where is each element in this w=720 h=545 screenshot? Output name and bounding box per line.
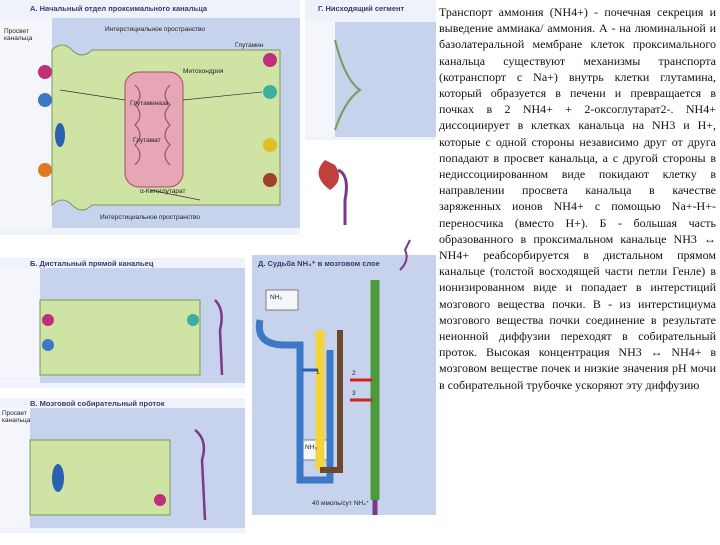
nephron-icon: [399, 239, 411, 271]
panel-v-title: В. Мозговой собирательный проток: [30, 399, 165, 408]
transporter: [154, 494, 166, 506]
number-2: 2: [352, 370, 356, 377]
transporter: [38, 65, 52, 79]
panel-a: [0, 0, 348, 235]
panel-b-title: Б. Дистальный прямой канальец: [30, 259, 154, 268]
panel-g: [305, 0, 436, 140]
panel-d: [252, 239, 436, 515]
transporter: [263, 85, 277, 99]
mitochondria-label: Митохондрия: [183, 68, 224, 75]
channel: [52, 464, 64, 492]
transporter: [42, 314, 54, 326]
transporter: [263, 138, 277, 152]
footer-note: 40 ммоль/сут NH₄⁺: [312, 500, 370, 507]
figure-svg: [0, 0, 436, 533]
kidney-icon: [318, 160, 339, 190]
panel-b-lumen: [0, 268, 40, 383]
interstitial-label-a: Интерстициальное пространство: [105, 26, 206, 33]
transporter: [42, 339, 54, 351]
panel-v-lumen: [0, 408, 30, 528]
arrow: [149, 189, 201, 201]
tube-brown: [320, 330, 343, 473]
panel-d-title: Д. Судьба NH₄⁺ в мозговом слое: [258, 259, 380, 268]
number-1: 1: [316, 369, 320, 376]
number-3: 3: [352, 390, 356, 397]
tube-blue: [255, 319, 334, 484]
transporter: [38, 163, 52, 177]
mito-crista: [134, 84, 141, 166]
channel: [55, 123, 65, 147]
lumen-label-a: Просвет канальца: [4, 28, 33, 42]
glutamate-label: Глутамат: [133, 137, 161, 144]
description-paragraph: Транспорт аммония (NH4+) - почечная секр…: [439, 5, 716, 392]
panel-a-lumen: [0, 18, 52, 228]
nh3-top-label: NH₃: [270, 294, 283, 301]
panel-b-cell: [39, 299, 201, 376]
arrow: [182, 91, 263, 101]
lumen-label-v: Просвет канальца: [2, 410, 31, 424]
ketoglutarate-label: α-Кетоглутарат: [140, 188, 186, 195]
descending-cell: [334, 39, 362, 131]
panel-b: [0, 258, 245, 388]
nephron-icon: [194, 429, 207, 521]
glutamine-label: Глутамин: [235, 42, 264, 49]
interstitial-label-a-bottom: Интерстициальное пространство: [100, 214, 201, 221]
arrow: [59, 89, 126, 101]
nephron-icon: [214, 299, 224, 376]
transporter: [263, 173, 277, 187]
transporter: [38, 93, 52, 107]
mitochondrion: [124, 71, 184, 188]
mito-crista: [164, 84, 171, 166]
panel-v-cell: [29, 439, 171, 516]
transporter: [187, 314, 199, 326]
description-text: Транспорт аммония (NH4+) - почечная секр…: [439, 4, 716, 538]
nephron-icon: [337, 168, 348, 225]
panel-g-title: Г. Нисходящий сегмент: [318, 4, 405, 13]
panel-a-title: А. Начальный отдел проксимального каналь…: [30, 4, 208, 13]
glutaminase-label: Глутаминаза: [130, 100, 169, 107]
panel-v: [0, 398, 245, 533]
transporter: [263, 53, 277, 67]
nh3-bottom-label: NH₃: [305, 444, 318, 451]
nh3-box-top: [265, 289, 299, 311]
figure-ammonium-transport: А. Начальный отдел проксимального каналь…: [0, 0, 436, 533]
panel-g-lumen: [305, 22, 335, 137]
